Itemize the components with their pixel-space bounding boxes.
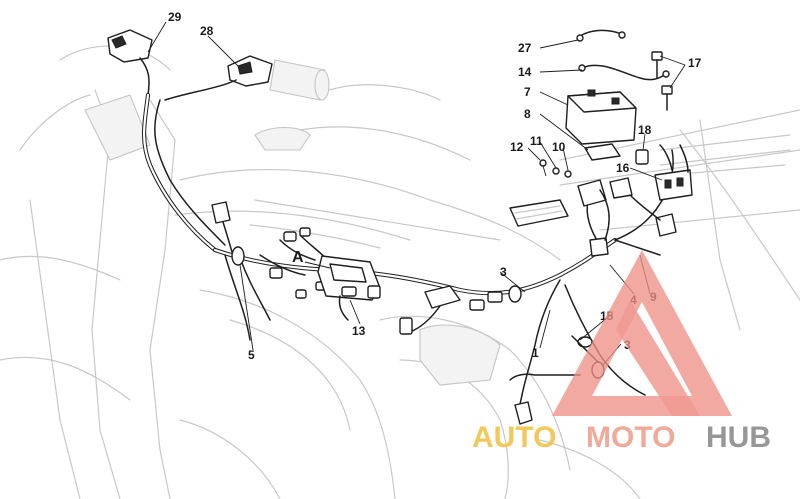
throttle-grip [269, 59, 330, 101]
callout-7: 7 [524, 85, 531, 99]
callout-3-upper: 3 [500, 265, 507, 279]
battery [565, 89, 637, 145]
rear-harness-connectors [577, 177, 677, 257]
small-fasteners [539, 159, 572, 178]
starter-relay [635, 144, 693, 201]
left-switch-housing [107, 29, 153, 96]
watermark-hub: HUB [706, 421, 771, 454]
battery-strap [576, 29, 626, 42]
watermark: AUTO MOTO HUB [472, 250, 771, 454]
callout-27: 27 [518, 41, 532, 55]
callout-16: 16 [616, 161, 630, 175]
ignition-connector [211, 201, 233, 253]
battery-cable [578, 64, 670, 81]
callout-8: 8 [524, 107, 531, 121]
connector-group-a [269, 227, 327, 299]
callouts: 29 28 27 17 14 7 8 18 11 12 10 16 3 A 4 … [168, 10, 702, 362]
watermark-moto: MOTO [586, 421, 675, 454]
callout-29: 29 [168, 10, 182, 24]
center-connector-cluster [399, 285, 522, 335]
callout-10: 10 [552, 140, 566, 154]
callout-28: 28 [200, 24, 214, 38]
battery-pad [584, 143, 621, 161]
callout-a: A [292, 249, 304, 266]
harness-clamp-left [231, 246, 245, 266]
relay-block [317, 255, 381, 321]
callout-5: 5 [248, 348, 255, 362]
callout-11: 11 [530, 134, 543, 148]
ecu-unit [509, 199, 569, 227]
callout-14: 14 [518, 65, 532, 79]
callout-18: 18 [638, 123, 652, 137]
right-switch-housing [164, 55, 273, 101]
callout-12: 12 [510, 140, 524, 154]
watermark-triangle-icon [552, 250, 732, 416]
callout-17: 17 [688, 56, 702, 70]
callout-1: 1 [532, 346, 539, 360]
watermark-auto: AUTO [472, 421, 556, 454]
background-frame [0, 45, 800, 499]
callout-13: 13 [352, 324, 366, 338]
terminal-bolts [651, 51, 673, 111]
